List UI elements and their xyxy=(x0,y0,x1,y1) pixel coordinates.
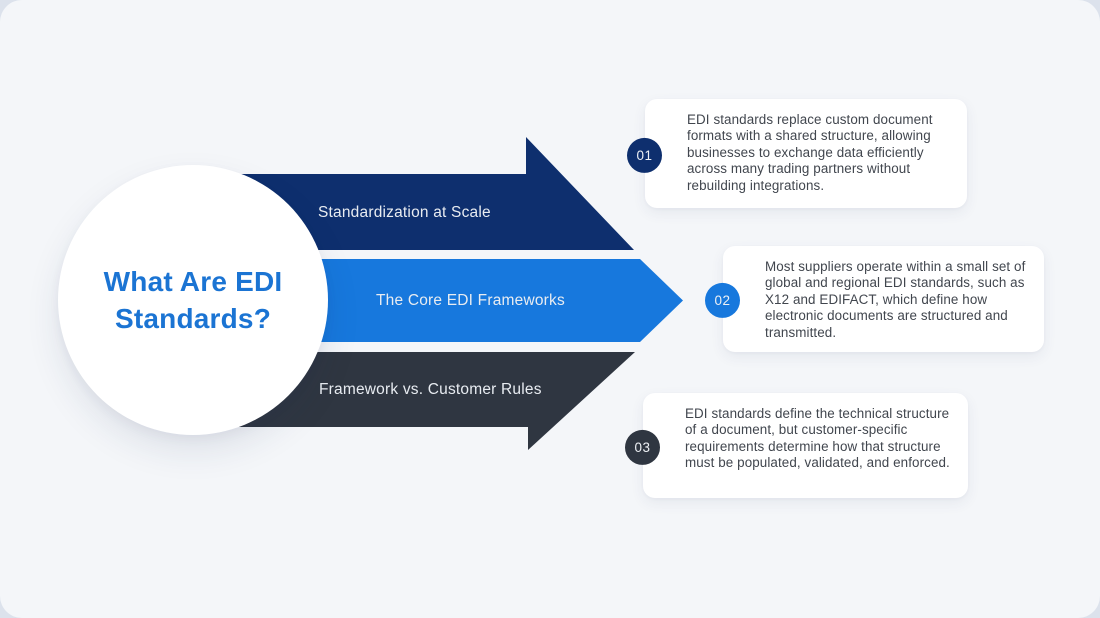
step-number-03: 03 xyxy=(634,439,651,455)
step-description-02: Most suppliers operate within a small se… xyxy=(765,259,1026,340)
step-badge-02: 02 xyxy=(705,282,740,318)
band-label-frameworks: The Core EDI Frameworks xyxy=(376,292,565,309)
step-number-02: 02 xyxy=(714,292,731,308)
band-label-standardization: Standardization at Scale xyxy=(318,204,491,221)
title-circle: What Are EDI Standards? xyxy=(58,165,328,435)
info-card-3: 03 EDI standards define the technical st… xyxy=(625,393,968,498)
step-description-03: EDI standards define the technical struc… xyxy=(685,406,950,471)
page-title-line-2: Standards? xyxy=(114,303,272,334)
page-title: What Are EDI Standards? xyxy=(104,263,283,337)
info-card-1: 01 EDI standards replace custom document… xyxy=(627,99,967,208)
band-label-customer-rules: Framework vs. Customer Rules xyxy=(319,381,542,398)
step-badge-01: 01 xyxy=(627,137,662,173)
step-badge-03: 03 xyxy=(625,429,660,465)
step-number-01: 01 xyxy=(636,147,653,163)
step-description-01: EDI standards replace custom document fo… xyxy=(687,112,933,193)
page-title-line-1: What Are EDI xyxy=(103,266,283,297)
info-card-2: 02 Most suppliers operate within a small… xyxy=(705,246,1044,352)
